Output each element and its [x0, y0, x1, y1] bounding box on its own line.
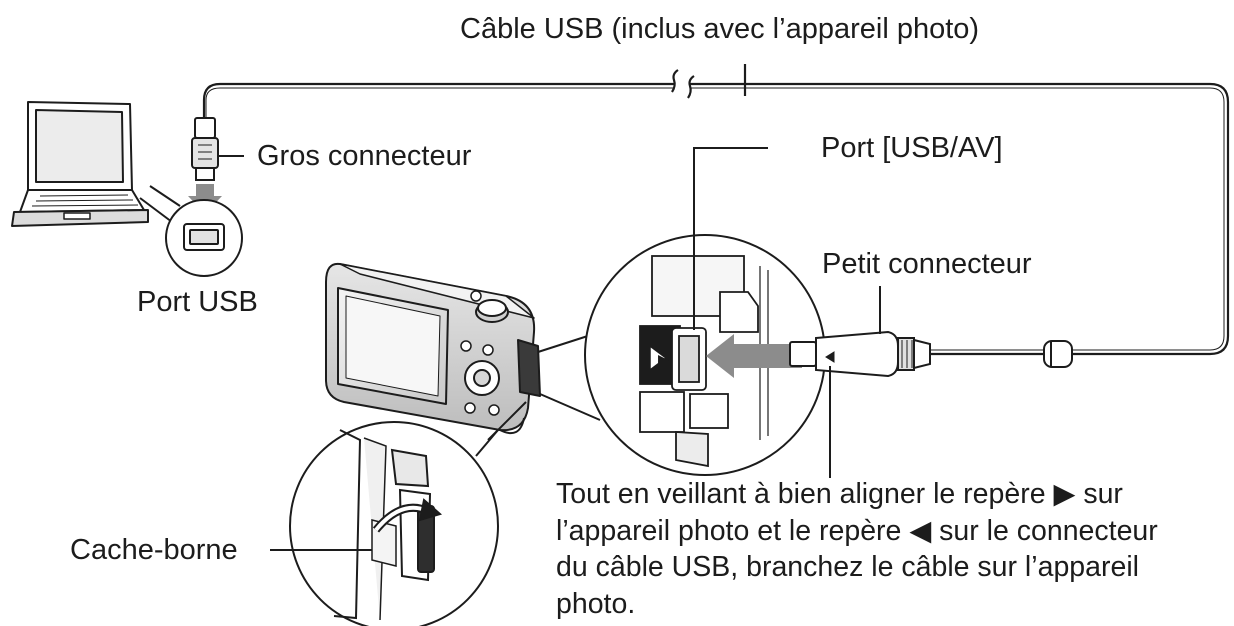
- terminal-cover-magnifier: [289, 421, 499, 626]
- insert-arrow-down: [188, 184, 222, 214]
- cable-break-mark: [671, 64, 747, 99]
- usb-cable-label: Câble USB (inclus avec l’appareil photo): [460, 13, 980, 45]
- connection-instruction: Tout en veillant à bien aligner le repèr…: [556, 476, 1232, 622]
- large-usb-connector: [191, 117, 219, 181]
- usb-av-port-label: Port [USB/AV]: [821, 132, 1003, 164]
- instruction-line-4: photo.: [556, 587, 636, 620]
- camera-mark-glyph: ▶: [658, 352, 669, 368]
- terminal-cover-label: Cache-borne: [70, 534, 238, 566]
- usb-cable: [202, 82, 1230, 356]
- ferrite-core: [1043, 340, 1073, 368]
- instruction-line-3: du câble USB, branchez le câble sur l’ap…: [556, 551, 1139, 583]
- camera-alignment-mark-icon: [649, 344, 668, 372]
- small-usb-connector: [789, 330, 931, 378]
- instruction-line-1: Tout en veillant à bien aligner le repèr…: [556, 478, 1123, 510]
- large-connector-label: Gros connecteur: [257, 140, 472, 172]
- usb-port-magnifier: [139, 185, 243, 277]
- small-connector-label: Petit connecteur: [822, 248, 1032, 280]
- usb-port-label: Port USB: [137, 286, 258, 318]
- laptop-computer: [11, 101, 149, 227]
- magnifier-guide-lines: [475, 333, 601, 457]
- digital-camera: [325, 262, 541, 434]
- usb-av-port-magnifier: [584, 234, 826, 476]
- cable-alignment-mark-icon: [825, 351, 835, 363]
- instruction-line-2: l’appareil photo et le repère ◀ sur le c…: [556, 514, 1158, 547]
- insert-arrow-left: [706, 334, 802, 378]
- leader-usb-av-port: [693, 147, 768, 330]
